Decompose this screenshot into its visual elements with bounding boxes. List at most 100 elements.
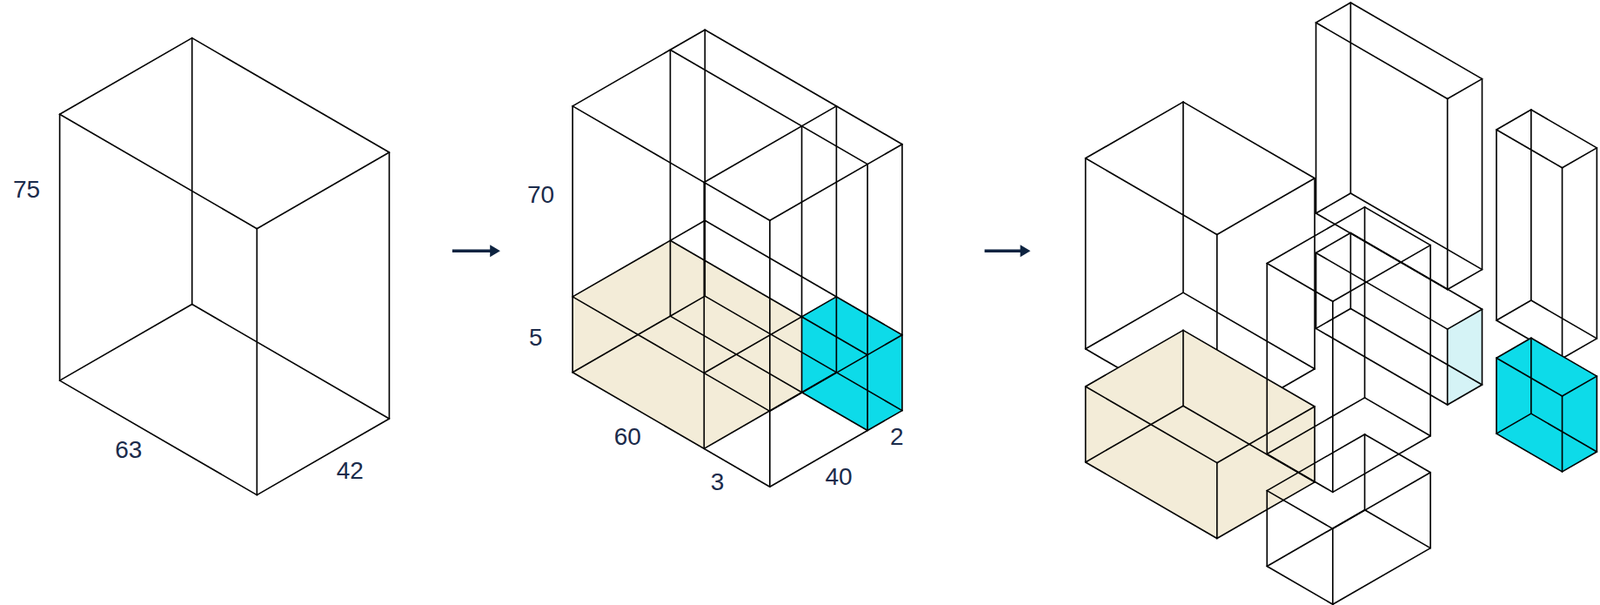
box-face-fill [572, 296, 704, 449]
box-edge [1216, 462, 1219, 539]
box-edge [1316, 253, 1448, 330]
box-edge [1481, 308, 1484, 385]
box-edge [1530, 337, 1533, 414]
box-edge [1495, 129, 1498, 321]
box-edge [1332, 548, 1431, 605]
box-edge [801, 126, 804, 393]
box-edge [572, 372, 770, 487]
box-edge [1350, 2, 1353, 194]
box-edge [1446, 328, 1449, 405]
box-edge [1313, 178, 1316, 369]
box-edge [1085, 386, 1218, 463]
box-edge [1562, 451, 1598, 472]
box-edge [1365, 397, 1432, 436]
box-edge [1182, 329, 1185, 406]
box-edge [1364, 434, 1366, 510]
box-face-fill [1562, 375, 1598, 472]
box-edge [1365, 509, 1432, 549]
dimension-label: 5 [528, 325, 543, 350]
box-face-fill [867, 334, 903, 431]
box-edge [191, 38, 194, 305]
box-edge [1446, 99, 1449, 290]
box-edge [1496, 357, 1563, 396]
box-edge [1596, 375, 1599, 452]
box-edge [1084, 386, 1087, 462]
box-edge [1562, 338, 1598, 359]
box-edge [60, 38, 193, 115]
box-edge [1085, 329, 1184, 387]
step-arrow-shaft [452, 249, 493, 254]
box-edge [60, 380, 258, 495]
box-edge [1183, 329, 1315, 407]
box-edge [571, 106, 574, 373]
box-edge [1562, 147, 1598, 168]
box-edge [1496, 129, 1563, 168]
box-edge [1316, 233, 1352, 254]
box-edge [1596, 147, 1599, 339]
box-edge [1561, 395, 1564, 472]
dimension-label: 70 [527, 182, 555, 208]
box-edge [1084, 158, 1087, 349]
box-edge [1332, 245, 1431, 302]
box-edge [388, 152, 391, 419]
dimension-label: 2 [890, 424, 904, 449]
box-edge [1496, 337, 1532, 358]
box-edge [1313, 406, 1316, 483]
box-edge [1316, 328, 1448, 405]
dimension-label: 3 [710, 469, 725, 495]
dimension-label: 63 [114, 437, 142, 462]
box-edge [1531, 413, 1598, 452]
box-edge [1266, 490, 1333, 529]
box-edge [1265, 490, 1268, 567]
box-edge [1365, 434, 1432, 473]
box-edge [704, 220, 903, 335]
box-edge [1429, 245, 1432, 436]
box-edge [1530, 109, 1533, 301]
box-edge [1531, 337, 1598, 376]
box-edge [901, 144, 904, 411]
dimension-label: 60 [614, 424, 642, 449]
box-edge [1332, 301, 1334, 492]
box-edge [1531, 109, 1598, 148]
box-edge [1266, 434, 1365, 491]
box-edge [1481, 79, 1484, 270]
box-edge [769, 220, 771, 487]
box-edge [1496, 433, 1563, 472]
box-edge [255, 228, 258, 496]
box-edge [60, 304, 193, 382]
box-edge [1350, 307, 1482, 385]
box-edge [1315, 22, 1318, 214]
box-edge [1429, 472, 1432, 549]
box-face-fill [703, 316, 802, 449]
box-edge [836, 106, 838, 373]
box-edge [702, 182, 705, 449]
box-edge [866, 164, 869, 431]
box-edge [1496, 109, 1532, 130]
box-edge [1496, 413, 1532, 434]
box-edge [1266, 454, 1333, 493]
box-edge [256, 152, 389, 229]
box-edge [1561, 167, 1564, 359]
box-edge [59, 113, 61, 381]
box-edge [703, 106, 837, 183]
box-edge [1365, 207, 1432, 246]
box-edge [1447, 79, 1483, 100]
box-edge [572, 296, 770, 411]
box-edge [1182, 101, 1185, 293]
box-edge [1217, 178, 1315, 235]
box-edge [1350, 233, 1353, 309]
box-edge [1496, 300, 1532, 321]
box-face-fill [1496, 357, 1563, 472]
box-edge [1364, 207, 1366, 398]
box-face-fill [1085, 386, 1218, 538]
dimension-label: 75 [13, 177, 41, 202]
box-edge [572, 295, 705, 373]
box-edge [1266, 207, 1365, 264]
box-edge [1266, 397, 1365, 455]
box-edge [1316, 2, 1352, 23]
box-edge [1085, 101, 1184, 159]
box-edge [1350, 2, 1482, 80]
box-edge [1085, 461, 1218, 539]
